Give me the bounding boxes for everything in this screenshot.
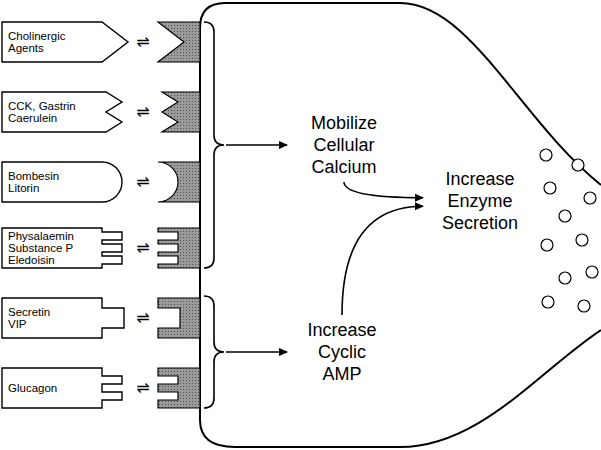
- receptor-site: [158, 228, 200, 268]
- receptor-site: [158, 298, 200, 338]
- ligand-text-area: Glucagon: [2, 368, 98, 408]
- ligand-outline-path: [2, 92, 122, 132]
- process-label: Mobilize Cellular Calcium: [292, 112, 396, 178]
- equilibrium-symbol: ⇌: [130, 102, 156, 122]
- process-text: Increase Cyclic AMP: [297, 319, 387, 385]
- zymogen-granule: [578, 300, 590, 312]
- zymogen-granule: [541, 239, 553, 251]
- ligand-outline-path: [2, 228, 122, 268]
- process-text: Increase Enzyme Secretion: [428, 168, 532, 234]
- process-label: Increase Enzyme Secretion: [428, 168, 532, 234]
- ligand-name: Bombesin Litorin: [8, 170, 88, 194]
- ligand-text-area: CCK, Gastrin Caerulein: [2, 92, 92, 132]
- bracket: [204, 22, 224, 268]
- ligand-outline-path: [2, 298, 124, 338]
- ligand-name: CCK, Gastrin Caerulein: [8, 100, 92, 124]
- ligand-box: Secretin VIP: [2, 298, 130, 338]
- ligand-text-area: Secretin VIP: [2, 298, 64, 338]
- ligand-box: CCK, Gastrin Caerulein: [2, 92, 130, 132]
- zymogen-granule: [586, 266, 598, 278]
- bracket-arrow: [226, 144, 287, 146]
- ligand-text-area: Physalaemin Substance P Eledoisin: [2, 228, 98, 268]
- zymogen-granule: [544, 182, 556, 194]
- zymogen-granule: [584, 192, 596, 204]
- receptor-site: [162, 92, 200, 132]
- zymogen-granule: [572, 159, 584, 171]
- pathway-arrow: [344, 182, 423, 198]
- ligand-name: Physalaemin Substance P Eledoisin: [8, 230, 98, 266]
- receptor-site: [158, 22, 200, 62]
- equilibrium-symbol: ⇌: [130, 32, 156, 52]
- ligand-outline-path: [2, 162, 122, 202]
- ligand-box: Glucagon: [2, 368, 130, 408]
- equilibrium-symbol: ⇌: [130, 308, 156, 328]
- ligand-text-area: Bombesin Litorin: [2, 162, 88, 202]
- zymogen-granule: [542, 296, 554, 308]
- process-label: Increase Cyclic AMP: [297, 319, 387, 385]
- receptor-site: [158, 162, 200, 202]
- bracket-arrow: [226, 351, 287, 353]
- ligand-box: Bombesin Litorin: [2, 162, 130, 202]
- equilibrium-symbol: ⇌: [130, 378, 156, 398]
- ligand-name: Secretin VIP: [8, 306, 64, 330]
- ligand-outline-path: [2, 368, 122, 408]
- process-text: Mobilize Cellular Calcium: [292, 112, 396, 178]
- ligand-box: Physalaemin Substance P Eledoisin: [2, 228, 130, 268]
- cell-membrane: [200, 3, 601, 447]
- equilibrium-symbol: ⇌: [130, 172, 156, 192]
- ligand-text-area: Cholinergic Agents: [2, 22, 92, 62]
- receptor-site: [158, 368, 200, 408]
- ligand-box: Cholinergic Agents: [2, 22, 130, 62]
- zymogen-granule: [559, 272, 571, 284]
- zymogen-granule: [540, 149, 552, 161]
- zymogen-granule: [576, 234, 588, 246]
- ligand-name: Glucagon: [8, 382, 57, 394]
- bracket: [204, 296, 224, 408]
- pathway-arrow: [342, 206, 423, 315]
- equilibrium-symbol: ⇌: [130, 238, 156, 258]
- ligand-name: Cholinergic Agents: [8, 30, 92, 54]
- ligand-outline-path: [2, 22, 128, 62]
- zymogen-granule: [559, 210, 571, 222]
